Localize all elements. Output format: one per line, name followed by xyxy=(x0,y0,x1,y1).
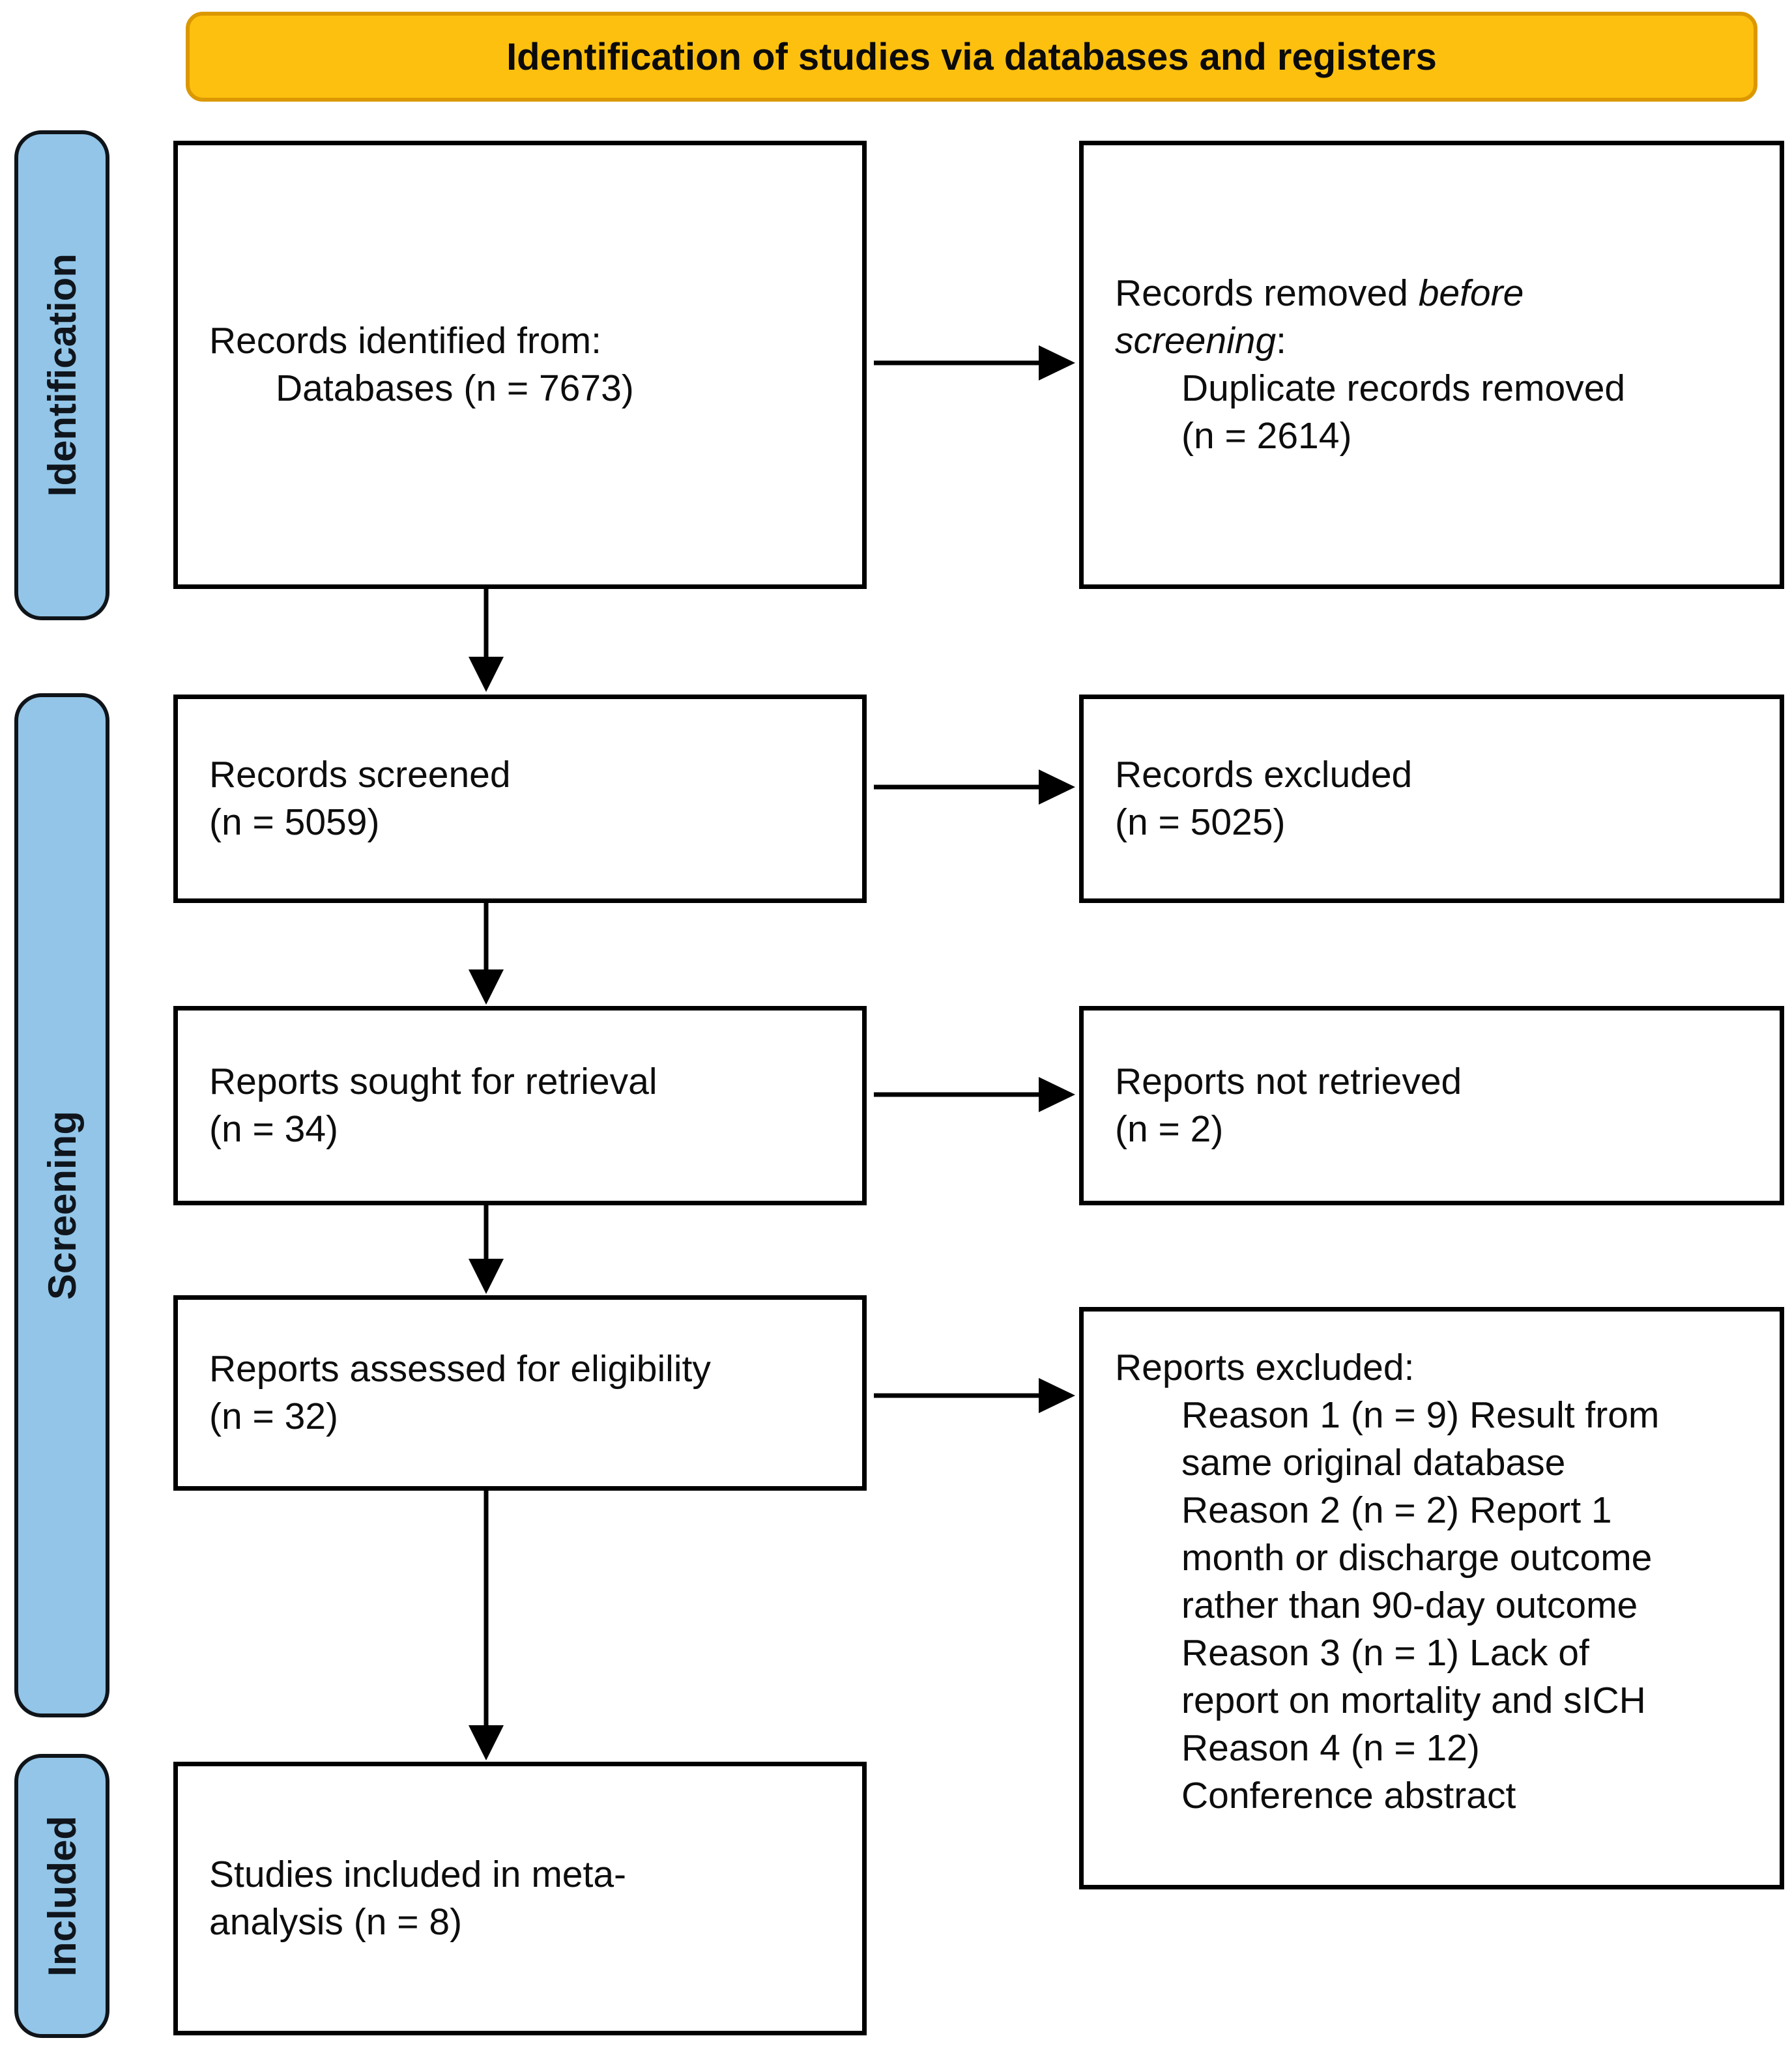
stage-label-included: Included xyxy=(40,1815,84,1977)
studies-included-line1: Studies included in meta- xyxy=(209,1854,627,1895)
records-removed-prefix: Records removed xyxy=(1115,272,1419,314)
arrow-screened-to-excluded xyxy=(874,769,1075,805)
diagram-title-banner: Identification of studies via databases … xyxy=(186,12,1757,102)
records-removed-line3: (n = 2614) xyxy=(1181,415,1352,457)
reports-excluded-reason-line: month or discharge outcome xyxy=(1181,1537,1653,1579)
arrow-identified-to-removed xyxy=(874,345,1075,380)
records-excluded-line2: (n = 5025) xyxy=(1115,801,1286,843)
records-excluded-line1: Records excluded xyxy=(1115,754,1413,796)
box-records-screened: Records screened (n = 5059) xyxy=(173,695,867,903)
arrow-sought-to-not-retrieved xyxy=(874,1077,1075,1112)
arrow-assessed-to-reports-excluded xyxy=(874,1378,1075,1413)
reports-assessed-line1: Reports assessed for eligibility xyxy=(209,1348,711,1390)
records-removed-line2: Duplicate records removed xyxy=(1181,367,1626,409)
reports-assessed-line2: (n = 32) xyxy=(209,1396,339,1437)
reports-excluded-reason-line: Reason 3 (n = 1) Lack of xyxy=(1181,1632,1589,1674)
studies-included-line2: analysis (n = 8) xyxy=(209,1901,463,1943)
records-removed-suffix: : xyxy=(1276,320,1286,362)
box-records-identified: Records identified from: Databases (n = … xyxy=(173,141,867,589)
records-removed-line1: Records removed before screening: xyxy=(1115,270,1571,365)
reports-excluded-reason-line: same original database xyxy=(1181,1442,1566,1484)
stage-bar-included: Included xyxy=(14,1754,109,2038)
box-studies-included: Studies included in meta- analysis (n = … xyxy=(173,1762,867,2035)
reports-excluded-reason-line: Reason 4 (n = 12) xyxy=(1181,1727,1480,1769)
reports-not-retrieved-line1: Reports not retrieved xyxy=(1115,1061,1462,1102)
reports-sought-line2: (n = 34) xyxy=(209,1108,339,1150)
records-identified-line1: Records identified from: xyxy=(209,320,601,362)
records-removed-italic: before screening xyxy=(1115,272,1524,362)
box-reports-sought: Reports sought for retrieval (n = 34) xyxy=(173,1006,867,1205)
box-records-removed: Records removed before screening: Duplic… xyxy=(1079,141,1784,589)
box-reports-not-retrieved: Reports not retrieved (n = 2) xyxy=(1079,1006,1784,1205)
box-reports-excluded: Reports excluded: Reason 1 (n = 9) Resul… xyxy=(1079,1307,1784,1889)
arrow-identified-to-screened xyxy=(469,589,504,692)
reports-excluded-reason-line: Reason 2 (n = 2) Report 1 xyxy=(1181,1489,1612,1531)
stage-label-screening: Screening xyxy=(40,1110,84,1300)
records-screened-line1: Records screened xyxy=(209,754,511,796)
reports-excluded-reason-line: report on mortality and sICH xyxy=(1181,1680,1646,1721)
arrow-assessed-to-included xyxy=(469,1491,504,1760)
arrow-screened-to-sought xyxy=(469,903,504,1005)
box-reports-assessed: Reports assessed for eligibility (n = 32… xyxy=(173,1295,867,1491)
records-screened-line2: (n = 5059) xyxy=(209,801,380,843)
reports-excluded-reason-line: Conference abstract xyxy=(1181,1775,1516,1816)
reports-not-retrieved-line2: (n = 2) xyxy=(1115,1108,1224,1150)
stage-bar-screening: Screening xyxy=(14,693,109,1717)
diagram-title: Identification of studies via databases … xyxy=(506,35,1437,78)
box-records-excluded: Records excluded (n = 5025) xyxy=(1079,695,1784,903)
stage-label-identification: Identification xyxy=(40,253,84,497)
records-identified-line2: Databases (n = 7673) xyxy=(276,367,634,409)
reports-sought-line1: Reports sought for retrieval xyxy=(209,1061,658,1102)
reports-excluded-reason-line: rather than 90-day outcome xyxy=(1181,1585,1638,1626)
arrow-sought-to-assessed xyxy=(469,1205,504,1294)
reports-excluded-title: Reports excluded: xyxy=(1115,1347,1415,1388)
stage-bar-identification: Identification xyxy=(14,130,109,620)
reports-excluded-reason-line: Reason 1 (n = 9) Result from xyxy=(1181,1394,1660,1436)
